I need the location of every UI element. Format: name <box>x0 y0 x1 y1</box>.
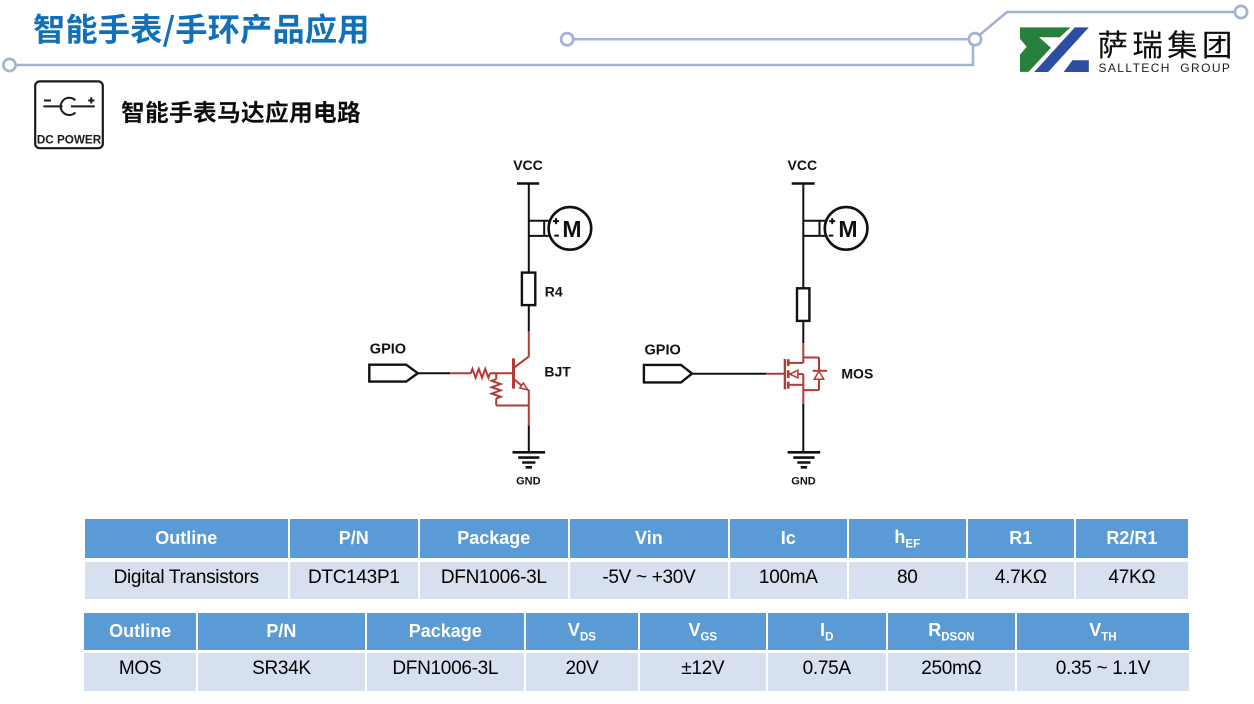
svg-text:MOS: MOS <box>841 366 873 382</box>
svg-text:M: M <box>838 216 857 242</box>
svg-text:VCC: VCC <box>513 157 543 173</box>
svg-text:R4: R4 <box>545 284 563 300</box>
svg-text:M: M <box>562 216 581 242</box>
svg-text:GND: GND <box>791 476 816 488</box>
svg-text:GPIO: GPIO <box>370 342 406 358</box>
svg-text:VCC: VCC <box>788 157 818 173</box>
svg-text:BJT: BJT <box>544 364 571 380</box>
svg-text:GND: GND <box>516 476 541 488</box>
svg-text:DC POWER: DC POWER <box>37 134 102 147</box>
svg-text:GPIO: GPIO <box>645 343 681 359</box>
